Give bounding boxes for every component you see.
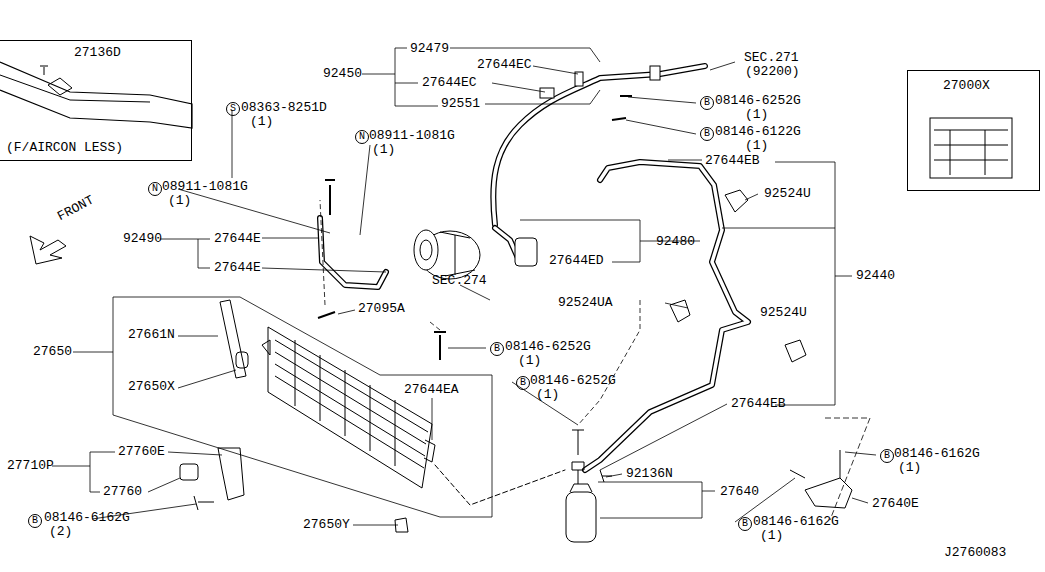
clip — [725, 190, 748, 212]
callout-number: 08146-6162G — [44, 511, 130, 525]
front-arrow — [30, 236, 66, 264]
callout-number: (1) — [250, 115, 273, 129]
callout-number: 92480 — [656, 235, 695, 249]
callout-number: 08146-6252G — [505, 340, 591, 354]
fastener-symbol: B — [490, 342, 504, 356]
clip — [670, 300, 690, 322]
callout-number: 92440 — [856, 269, 895, 283]
callout-number: 08146-6122G — [715, 125, 801, 139]
callout-number: 27644EA — [404, 383, 459, 397]
callout-number: 27644ED — [549, 254, 604, 268]
fitting — [650, 66, 660, 80]
callout-number: 27644EB — [705, 154, 760, 168]
bushing — [180, 464, 198, 480]
callout-number: 27661N — [128, 328, 175, 342]
clip — [785, 340, 806, 362]
bolt — [325, 180, 335, 215]
callout-number: 08146-6252G — [715, 94, 801, 108]
callout-number: (1) — [745, 139, 768, 153]
callout-number: 92490 — [123, 232, 162, 246]
callout-number: 27644EC — [477, 58, 532, 72]
bolt — [194, 496, 214, 510]
callout-number: 27710P — [7, 459, 54, 473]
inset-bar — [0, 62, 192, 128]
callout-number: 27640E — [872, 497, 919, 511]
condenser — [262, 327, 435, 488]
callout-number: 92450 — [323, 67, 362, 81]
bolt — [434, 332, 446, 360]
callout-number: 27650Y — [303, 518, 350, 532]
callout-number: 27760E — [118, 445, 165, 459]
callout-number: 27640 — [720, 485, 759, 499]
fastener-symbol: B — [28, 514, 42, 528]
fastener-symbol: B — [738, 517, 752, 531]
fastener-symbol: N — [355, 130, 369, 144]
callout-number: SEC.274 — [432, 274, 487, 288]
bolt — [318, 312, 335, 318]
seal-strip — [220, 300, 246, 378]
callout-number: 08911-1081G — [369, 129, 455, 143]
callout-number: 92479 — [410, 42, 449, 56]
bracket — [805, 478, 852, 508]
callout-number: (1) — [518, 354, 541, 368]
inset-box: 27000X — [907, 70, 1040, 191]
callout-number: 27760 — [103, 485, 142, 499]
fitting — [575, 72, 583, 86]
callout-number: 27644EC — [422, 76, 477, 90]
callout-number: 92136N — [626, 467, 673, 481]
fastener-symbol: B — [700, 127, 714, 141]
callout-number: (2) — [49, 525, 72, 539]
callout-number: 92524U — [760, 306, 807, 320]
callout-number: 27650 — [33, 345, 72, 359]
callout-number: 92524UA — [558, 296, 613, 310]
callout-number: 08911-1081G — [162, 180, 248, 194]
callout-number: 92551 — [441, 97, 480, 111]
leader-lines — [52, 48, 876, 525]
callout-number: 27650X — [128, 380, 175, 394]
callout-number: (1) — [745, 108, 768, 122]
bushing — [236, 352, 248, 368]
part-number: 27000X — [943, 79, 990, 93]
bolt — [790, 450, 840, 478]
part-number: 27136D — [74, 46, 121, 60]
callout-number: J2760083 — [944, 546, 1006, 560]
receiver-drier — [566, 430, 612, 542]
callout-number: (1) — [168, 194, 191, 208]
callout-number: 27095A — [358, 302, 405, 316]
callout-number: 92524U — [764, 187, 811, 201]
bolt — [612, 96, 632, 120]
callout-number: 08146-6162G — [753, 515, 839, 529]
fitting — [540, 88, 554, 98]
part-number: (F/AIRCON LESS) — [6, 141, 123, 155]
inset-box: 27136D (F/AIRCON LESS) — [0, 40, 192, 161]
callout-number: 27644E — [214, 232, 261, 246]
bracket — [218, 448, 244, 500]
callout-number: (1) — [372, 143, 395, 157]
callout-number: (92200) — [745, 65, 800, 79]
direction-label: FRONT — [55, 193, 96, 224]
label-icon — [930, 118, 1012, 178]
fastener-symbol: B — [880, 449, 894, 463]
callout-number: 08146-6252G — [530, 374, 616, 388]
fastener-symbol: S — [226, 102, 240, 116]
callout-number: 08146-6162G — [894, 447, 980, 461]
callout-number: (1) — [760, 529, 783, 543]
fastener-symbol: N — [148, 182, 162, 196]
callout-number: SEC.271 — [744, 51, 799, 65]
callout-number: 27644EB — [731, 397, 786, 411]
fitting — [515, 238, 537, 266]
callout-number: 08363-8251D — [241, 101, 327, 115]
callout-number: (1) — [536, 388, 559, 402]
compressor — [414, 230, 480, 279]
callout-number: 27644E — [214, 261, 261, 275]
callout-number: (1) — [898, 461, 921, 475]
fastener-symbol: B — [700, 96, 714, 110]
fastener-symbol: B — [516, 376, 530, 390]
